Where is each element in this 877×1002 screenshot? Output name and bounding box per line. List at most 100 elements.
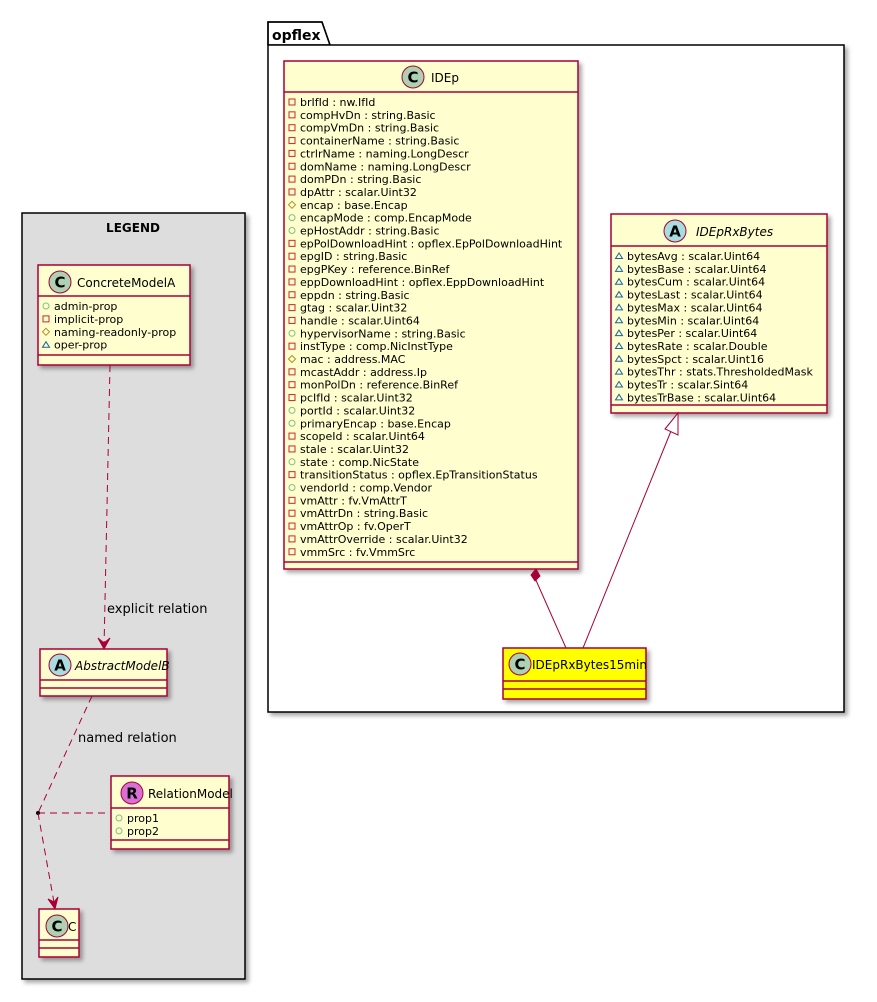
legend-concrete-class[interactable]: C ConcreteModelA admin-propimplicit-prop… [37, 264, 191, 366]
private-visibility-icon [288, 98, 296, 106]
class-attribute: encap : base.Encap [300, 199, 408, 212]
class-attribute: encapMode : comp.EncapMode [300, 212, 472, 225]
svg-text:C: C [514, 656, 525, 674]
class-attribute: naming-readonly-prop [54, 326, 176, 339]
private-visibility-icon [288, 265, 296, 273]
named-relation-line [36, 695, 110, 911]
inheritance-relation [582, 411, 679, 649]
class-attribute: vmAttrOverride : scalar.Uint32 [300, 533, 468, 546]
class-attribute: handle : scalar.Uint64 [300, 314, 420, 327]
class-attribute: monPolDn : reference.BinRef [300, 379, 459, 392]
package-visibility-icon [614, 303, 624, 311]
class-attribute: prop2 [127, 825, 159, 838]
svg-text:C: C [51, 918, 62, 936]
legend-title: LEGEND [106, 221, 160, 235]
svg-text:C: C [54, 274, 65, 292]
class-attribute: prop1 [127, 812, 159, 825]
public-visibility-icon [288, 214, 296, 222]
package-visibility-icon [41, 340, 51, 348]
package-visibility-icon [614, 316, 624, 324]
private-visibility-icon [288, 522, 296, 530]
class-attribute: compHvDn : string.Basic [300, 109, 436, 122]
class-idep-rx-bytes-15min[interactable]: C IDEpRxBytes15min [502, 647, 647, 700]
class-attribute: brIfId : nw.IfId [300, 96, 375, 109]
private-visibility-icon [288, 137, 296, 145]
class-attribute: mcastAddr : address.Ip [300, 366, 427, 379]
private-visibility-icon [288, 162, 296, 170]
class-c-circle-icon: C [508, 652, 532, 676]
class-attribute: bytesBase : scalar.Uint64 [627, 263, 767, 276]
named-relation-label: named relation [78, 731, 177, 746]
protected-visibility-icon [287, 200, 297, 210]
svg-text:A: A [669, 223, 681, 241]
class-attribute: epPolDownloadHint : opflex.EpPolDownload… [300, 237, 563, 250]
class-attribute: mac : address.MAC [300, 353, 406, 366]
package-visibility-icon [614, 354, 624, 362]
public-visibility-icon [42, 302, 50, 310]
class-name: AbstractModelB [74, 659, 170, 673]
composition-relation [530, 568, 567, 649]
class-attribute: vmAttrOp : fv.OperT [300, 520, 411, 533]
package-visibility-icon [614, 367, 624, 375]
class-attribute: vmAttrDn : string.Basic [300, 507, 428, 520]
class-attribute: epgPKey : reference.BinRef [300, 263, 451, 276]
class-attribute: eppDownloadHint : opflex.EppDownloadHint [300, 276, 545, 289]
class-r-circle-icon: R [120, 781, 144, 805]
explicit-relation-arrow [97, 364, 111, 651]
class-attribute: pcIfId : scalar.Uint32 [300, 392, 413, 405]
class-name: IDEpRxBytes [696, 225, 773, 239]
explicit-relation-label: explicit relation [107, 602, 207, 617]
package-visibility-icon [614, 380, 624, 388]
class-attribute: bytesAvg : scalar.Uint64 [627, 250, 760, 263]
legend-target-class[interactable]: C C [38, 908, 80, 958]
class-attribute: containerName : string.Basic [300, 135, 459, 148]
class-attribute: domName : naming.LongDescr [300, 160, 471, 173]
class-attribute: epHostAddr : string.Basic [300, 225, 440, 238]
private-visibility-icon [288, 124, 296, 132]
class-attribute: scopeId : scalar.Uint64 [300, 430, 425, 443]
class-attribute: eppdn : string.Basic [300, 289, 410, 302]
public-visibility-icon [288, 406, 296, 414]
class-a-circle-icon: A [663, 219, 687, 243]
private-visibility-icon [288, 239, 296, 247]
private-visibility-icon [288, 471, 296, 479]
class-name: RelationModel [148, 787, 233, 801]
class-attribute: bytesMax : scalar.Uint64 [627, 301, 762, 314]
class-attribute: domPDn : string.Basic [300, 173, 421, 186]
package-name: opflex [272, 28, 321, 44]
public-visibility-icon [288, 419, 296, 427]
package-visibility-icon [614, 252, 624, 259]
private-visibility-icon [288, 548, 296, 556]
class-attribute: bytesTrBase : scalar.Uint64 [627, 391, 776, 404]
private-visibility-icon [288, 304, 296, 312]
protected-visibility-icon [41, 327, 51, 337]
package-visibility-icon [614, 329, 624, 337]
svg-text:C: C [407, 69, 418, 87]
public-visibility-icon [288, 329, 296, 337]
private-visibility-icon [288, 535, 296, 543]
private-visibility-icon [288, 509, 296, 517]
private-visibility-icon [288, 175, 296, 183]
private-visibility-icon [288, 188, 296, 196]
class-name: IDEp [431, 71, 459, 85]
svg-text:A: A [54, 657, 66, 675]
class-c-circle-icon: C [45, 914, 69, 938]
class-attribute: bytesSpct : scalar.Uint16 [627, 353, 764, 366]
class-idep-rx-bytes[interactable]: A IDEpRxBytes bytesAvg : scalar.Uint64by… [610, 213, 828, 414]
private-visibility-icon [288, 291, 296, 299]
attribute-list: admin-propimplicit-propnaming-readonly-p… [41, 300, 176, 352]
private-visibility-icon [288, 149, 296, 157]
svg-text:R: R [126, 785, 138, 803]
private-visibility-icon [288, 432, 296, 440]
package-visibility-icon [614, 393, 624, 401]
class-attribute: stale : scalar.Uint32 [300, 443, 409, 456]
public-visibility-icon [115, 814, 123, 822]
class-name: ConcreteModelA [77, 276, 176, 290]
legend-abstract-class[interactable]: A AbstractModelB [39, 648, 170, 697]
class-attribute: hypervisorName : string.Basic [300, 327, 466, 340]
class-name: IDEpRxBytes15min [532, 658, 647, 672]
